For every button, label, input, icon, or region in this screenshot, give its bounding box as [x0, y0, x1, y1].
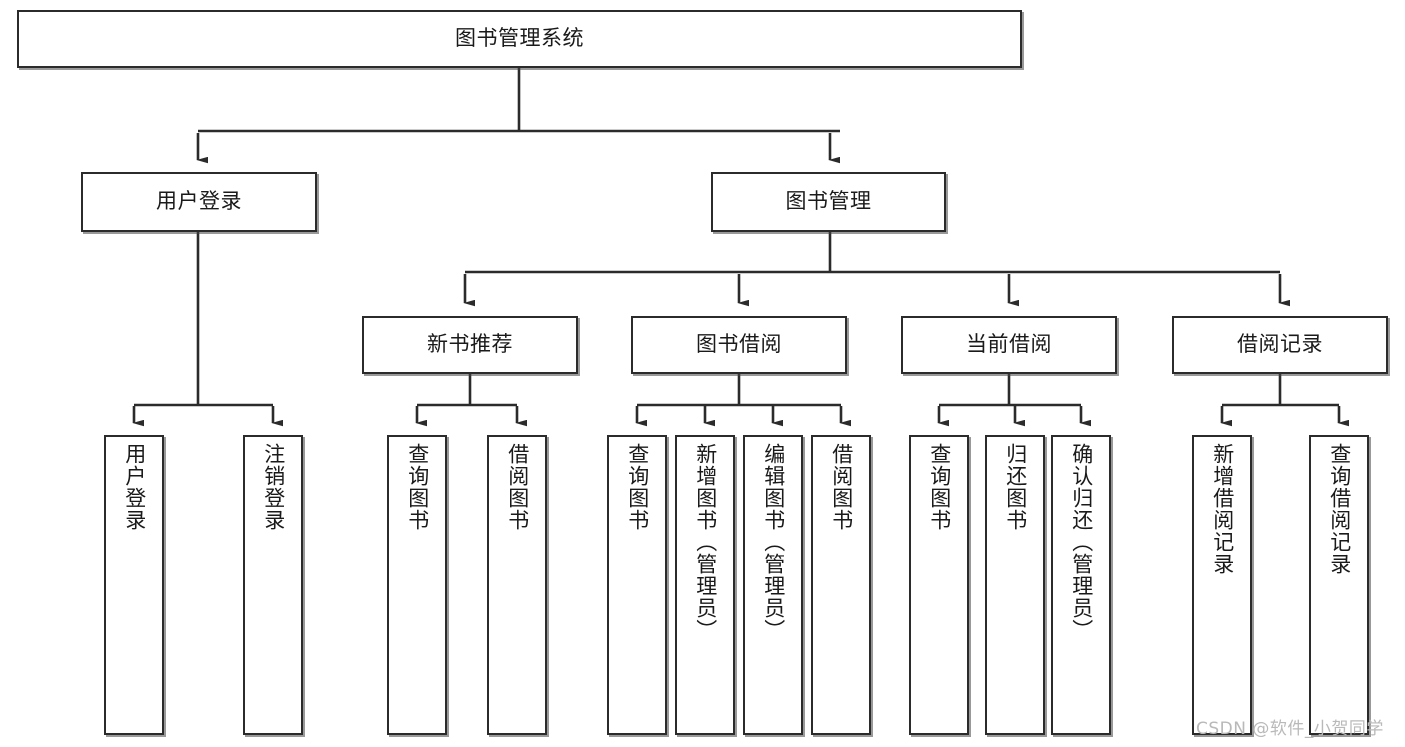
node-new-book-rec[interactable]: 新书推荐	[362, 316, 578, 374]
node-current-borrow[interactable]: 当前借阅	[901, 316, 1117, 374]
node-leaf-confirm-return[interactable]: 确认归还（管理员）	[1051, 435, 1111, 735]
node-leaf-query-book-cur[interactable]: 查询图书	[909, 435, 969, 735]
node-leaf-logout-label: 注销登录	[261, 443, 286, 531]
node-book-borrow[interactable]: 图书借阅	[631, 316, 847, 374]
node-leaf-query-book-cur-label: 查询图书	[927, 443, 952, 531]
node-leaf-edit-book-label: 编辑图书（管理员）	[761, 443, 786, 641]
node-leaf-query-book-rec[interactable]: 查询图书	[387, 435, 447, 735]
node-leaf-borrow-book-label: 借阅图书	[829, 443, 854, 531]
node-book-manage[interactable]: 图书管理	[711, 172, 946, 232]
node-leaf-borrow-book-rec-label: 借阅图书	[505, 443, 530, 531]
node-leaf-return-book-label: 归还图书	[1003, 443, 1028, 531]
node-leaf-user-login[interactable]: 用户登录	[104, 435, 164, 735]
edge-group	[132, 68, 1349, 427]
node-leaf-query-book-rec-label: 查询图书	[405, 443, 430, 531]
node-leaf-logout[interactable]: 注销登录	[243, 435, 303, 735]
node-leaf-query-record[interactable]: 查询借阅记录	[1309, 435, 1369, 735]
node-leaf-add-record-label: 新增借阅记录	[1210, 443, 1235, 575]
node-user-login-label: 用户登录	[156, 189, 242, 214]
node-leaf-add-record[interactable]: 新增借阅记录	[1192, 435, 1252, 735]
node-leaf-user-login-label: 用户登录	[122, 443, 147, 531]
node-leaf-add-book-label: 新增图书（管理员）	[693, 443, 718, 641]
node-book-manage-label: 图书管理	[785, 189, 872, 214]
node-leaf-query-book-borrow-label: 查询图书	[625, 443, 650, 531]
node-leaf-query-record-label: 查询借阅记录	[1327, 443, 1352, 575]
node-leaf-borrow-book[interactable]: 借阅图书	[811, 435, 871, 735]
node-book-borrow-label: 图书借阅	[696, 332, 782, 357]
node-root[interactable]: 图书管理系统	[17, 10, 1022, 68]
node-leaf-add-book[interactable]: 新增图书（管理员）	[675, 435, 735, 735]
node-root-label: 图书管理系统	[455, 26, 584, 51]
node-leaf-query-book-borrow[interactable]: 查询图书	[607, 435, 667, 735]
node-leaf-edit-book[interactable]: 编辑图书（管理员）	[743, 435, 803, 735]
node-new-book-rec-label: 新书推荐	[427, 332, 513, 357]
node-leaf-confirm-return-label: 确认归还（管理员）	[1069, 443, 1094, 641]
node-borrow-record-label: 借阅记录	[1237, 332, 1323, 357]
node-current-borrow-label: 当前借阅	[966, 332, 1052, 357]
node-leaf-borrow-book-rec[interactable]: 借阅图书	[487, 435, 547, 735]
node-user-login[interactable]: 用户登录	[81, 172, 317, 232]
node-leaf-return-book[interactable]: 归还图书	[985, 435, 1045, 735]
node-borrow-record[interactable]: 借阅记录	[1172, 316, 1388, 374]
